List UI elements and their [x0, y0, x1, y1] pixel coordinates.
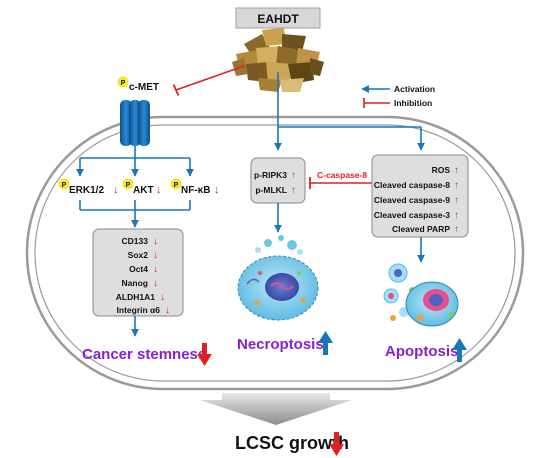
marker-cleaved-parp: Cleaved PARP — [392, 224, 450, 234]
kinase-akt: P AKT ↓ — [122, 178, 162, 196]
marker-p-ripk3: p-RIPK3 — [254, 170, 287, 180]
down-arrow-icon: ↓ — [165, 305, 170, 316]
herb-inhibits-cmet-line — [175, 65, 245, 91]
down-arrow-icon: ↓ — [153, 236, 158, 247]
necroptosis-markers-box — [250, 157, 306, 204]
marker-integrin: Integrin α6 — [117, 305, 161, 315]
apoptosis-marker-list: ROS ↑ Cleaved caspase-8 ↑ Cleaved caspas… — [374, 165, 459, 235]
up-arrow-icon: ↑ — [454, 195, 459, 206]
cmet-phospho-circle — [117, 76, 129, 88]
kinase-erk: P ERK1/2 ↓ — [58, 178, 119, 196]
marker-oct4: Oct4 — [129, 264, 148, 274]
cmet-receptor — [120, 100, 150, 146]
down-arrow-icon: ↓ — [113, 184, 119, 196]
stemness-down-arrow-icon — [197, 343, 212, 366]
stemness-marker-list: CD133 ↓ Sox2 ↓ Oct4 ↓ Nanog ↓ ALDH1A1 ↓ … — [116, 236, 170, 316]
marker-cleaved-caspase-9: Cleaved caspase-9 — [374, 195, 450, 205]
up-arrow-icon: ↑ — [291, 170, 296, 181]
legend-inhibition-label: Inhibition — [394, 98, 432, 108]
necrotic-cell-illustration — [237, 235, 319, 321]
title-text: EAHDT — [257, 12, 299, 26]
down-arrow-icon: ↓ — [153, 250, 158, 261]
herb-inhibits-cmet-bar — [172, 84, 180, 96]
outcome-apoptosis: Apoptosis — [385, 343, 458, 360]
kinase-akt-label: AKT — [133, 185, 154, 196]
down-arrow-icon: ↓ — [156, 184, 162, 196]
inhibitor-c-caspase-8: C-caspase-8 — [317, 170, 367, 180]
lcsc-down-arrow-icon — [329, 432, 344, 456]
up-arrow-icon: ↑ — [454, 165, 459, 176]
marker-cleaved-caspase-3: Cleaved caspase-3 — [374, 210, 450, 220]
marker-nanog: Nanog — [122, 278, 148, 288]
kinase-nfkb: P NF-κB ↓ — [170, 178, 220, 196]
stemness-markers-box — [92, 228, 184, 317]
legend-activation-label: Activation — [394, 84, 435, 94]
down-arrow-icon: ↓ — [160, 292, 165, 303]
marker-sox2: Sox2 — [128, 250, 149, 260]
apoptosis-markers-box — [371, 154, 469, 238]
marker-cd133: CD133 — [122, 236, 149, 246]
up-arrow-icon: ↑ — [454, 210, 459, 221]
legend: Activation Inhibition — [361, 84, 435, 108]
herb-pile-image — [232, 28, 324, 92]
outcome-necroptosis: Necroptosis — [237, 336, 324, 353]
marker-p-mlkl: p-MLKL — [255, 185, 287, 195]
marker-aldh1a1: ALDH1A1 — [116, 292, 155, 302]
cmet-label: c-MET — [129, 82, 159, 93]
svg-text:P: P — [174, 182, 179, 189]
cell-membrane-inner — [34, 124, 516, 382]
up-arrow-icon: ↑ — [454, 180, 459, 191]
up-arrow-icon: ↑ — [291, 185, 296, 196]
outcome-cancer-stemness: Cancer stemness — [82, 346, 206, 363]
cmet-phospho-p: P — [121, 80, 126, 87]
svg-text:P: P — [62, 182, 67, 189]
kinase-erk-label: ERK1/2 — [69, 185, 104, 196]
kinase-nfkb-label: NF-κB — [181, 185, 210, 196]
final-outcome-lcsc-growth: LCSC growth — [235, 433, 349, 453]
big-down-arrow — [200, 393, 352, 425]
marker-ros: ROS — [432, 165, 451, 175]
marker-cleaved-caspase-8: Cleaved caspase-8 — [374, 180, 450, 190]
cell-membrane-outer — [25, 115, 525, 391]
apoptosis-up-arrow-icon — [452, 338, 467, 362]
apoptotic-cell-illustration — [383, 263, 459, 327]
necroptosis-up-arrow-icon — [318, 331, 333, 355]
title-box — [235, 7, 321, 29]
down-arrow-icon: ↓ — [153, 278, 158, 289]
down-arrow-icon: ↓ — [153, 264, 158, 275]
up-arrow-icon: ↑ — [454, 224, 459, 235]
down-arrow-icon: ↓ — [214, 184, 220, 196]
svg-text:P: P — [126, 182, 131, 189]
